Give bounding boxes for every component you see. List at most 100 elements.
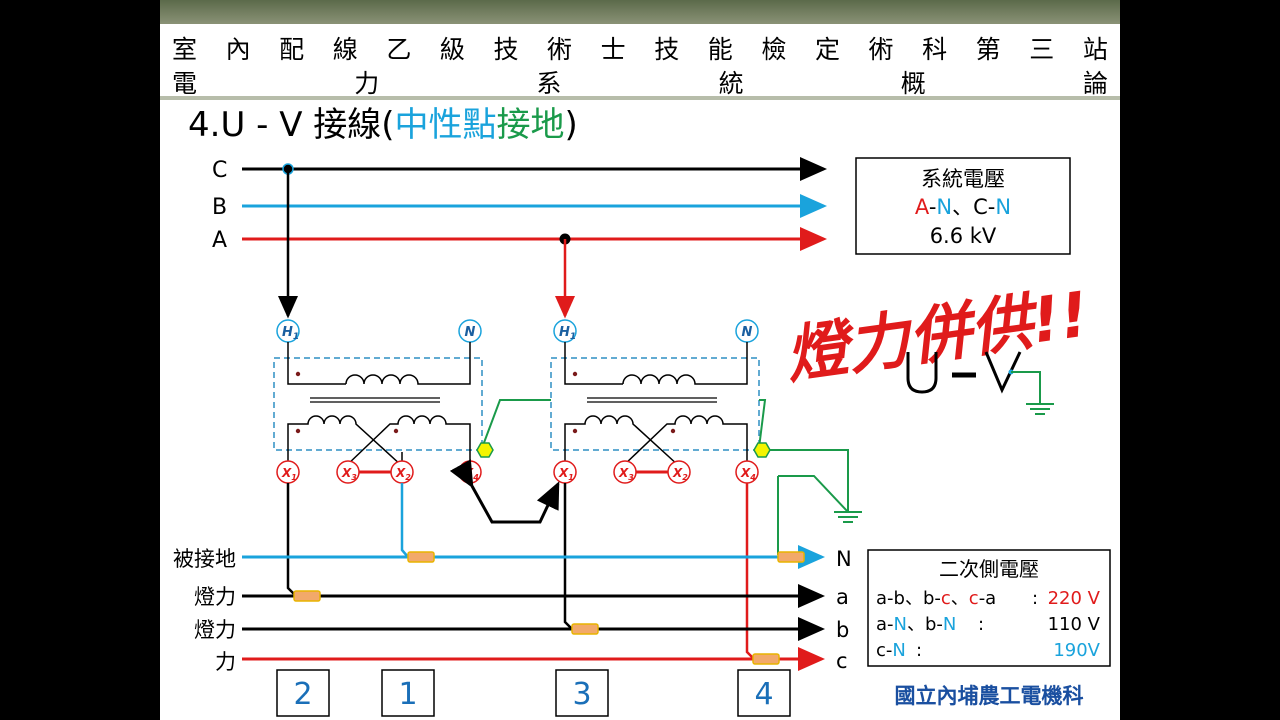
ground-icon [834, 511, 862, 523]
t2-n-label: N [742, 325, 753, 340]
t2-h1-label: H1 [559, 325, 576, 342]
drop-to-a [286, 483, 297, 597]
line-label-a: A [212, 228, 227, 253]
line-label-c: C [212, 158, 227, 183]
header-divider [160, 96, 1120, 100]
uv-ground-icon [1026, 403, 1054, 415]
t2-ground-point [753, 442, 771, 458]
number-box-4 [737, 669, 791, 717]
header-line-1-char: 線 [332, 35, 358, 64]
drop-to-c [745, 483, 755, 660]
neutral-ground-wire [778, 475, 849, 513]
t2-secondary-coil-1 [564, 415, 680, 467]
t2-x1-label: X1 [558, 466, 574, 482]
t1-h1-label: H1 [282, 325, 299, 342]
splice-b [571, 623, 599, 635]
header-line-1-char: 科 [922, 35, 948, 64]
header-line-1-char: 術 [547, 35, 573, 64]
splice-a [293, 590, 321, 602]
header-line-2-char: 概 [900, 69, 926, 98]
t1-ground-point [476, 442, 494, 458]
system-voltage-title: 系統電壓 [921, 167, 1005, 191]
splice-n-2 [777, 551, 805, 563]
t1-ground-bond [481, 399, 551, 449]
number-box-2 [276, 669, 330, 717]
right-letterbox [1120, 0, 1280, 720]
main-ground-wire [759, 449, 849, 512]
header-line-2: 電力系統概論 [172, 64, 1108, 100]
drop-to-n [400, 483, 409, 558]
t2-x2-label: X2 [672, 466, 688, 482]
header-line-1-char: 能 [707, 35, 733, 64]
header-line-2-char: 統 [718, 69, 744, 98]
header-line-1-char: 技 [493, 35, 519, 64]
splice-c [752, 653, 780, 665]
sec-row1-value: 220 V [1048, 588, 1101, 609]
transformer-2-frame [550, 357, 760, 451]
splice-n-1 [407, 551, 435, 563]
header-line-1: 室內配線乙級技術士技能檢定術科第三站 [172, 30, 1108, 66]
t1-secondary-coil-2 [345, 415, 471, 467]
header-line-1-char: 術 [868, 35, 894, 64]
sec-row3-colon: : [916, 640, 922, 661]
t2-polarity-dot-sec1 [572, 428, 578, 434]
secondary-voltage-title: 二次側電壓 [939, 557, 1039, 581]
t1-x1-label: X1 [281, 466, 297, 482]
v-symbol [984, 351, 1022, 394]
sec-row1-colon: : [1032, 588, 1038, 609]
header-line-2-char: 系 [536, 69, 562, 98]
transformer-1-frame [273, 357, 483, 451]
header-line-1-char: 三 [1029, 35, 1055, 64]
slide: 室內配線乙級技術士技能檢定術科第三站 電 力 系 統 概 論 4.U - V 接線(中性點… [160, 0, 1120, 720]
sec-label-right-b: b [836, 618, 849, 642]
t2-primary-coil [622, 342, 748, 385]
wiring-diagram: 4.U - V 接線(中性點接地) C B A 系統電壓 A-N、C-N 6.6… [173, 105, 1111, 717]
line-label-b: B [212, 195, 227, 220]
t2-secondary-coil-2 [622, 415, 748, 467]
sec-label-left-n: 被接地 [173, 547, 236, 571]
header-line-1-char: 配 [279, 35, 305, 64]
x4-x1-crossover [449, 459, 560, 524]
t1-secondary-coil-1 [287, 415, 403, 467]
uv-ground-wire [1011, 371, 1041, 404]
t2-ground-bond [758, 399, 767, 449]
t1-polarity-dot-sec2 [393, 428, 399, 434]
header-line-1-char: 檢 [761, 35, 787, 64]
sec-label-right-a: a [836, 585, 849, 609]
drop-to-b [563, 483, 573, 630]
t2-x3-label: X3 [618, 466, 634, 482]
t1-primary-lead-left [287, 342, 346, 385]
t2-polarity-dot-sec2 [670, 428, 676, 434]
sec-row2-pairs: a-N、b-N [876, 614, 956, 635]
t1-primary-coil [345, 342, 471, 385]
header-line-1-char: 級 [439, 35, 465, 64]
t1-x2-label: X2 [395, 466, 411, 482]
sec-row2-colon: : [978, 614, 984, 635]
t2-primary-lead-left [564, 342, 623, 385]
t1-polarity-dot-sec1 [295, 428, 301, 434]
system-voltage-pairs: A-N、C-N [915, 195, 1011, 219]
sec-row3-pairs: c-N [876, 640, 906, 661]
system-voltage-box [855, 157, 1071, 255]
sec-row1-pairs: a-b、b-c、c-a [876, 588, 996, 609]
number-box-4-label: 4 [754, 677, 773, 712]
t2-polarity-dot-primary [572, 371, 578, 377]
number-box-1 [381, 669, 435, 717]
diagram-title: 4.U - V 接線(中性點接地) [188, 105, 578, 145]
sec-row3-value: 190V [1053, 640, 1100, 661]
t1-polarity-dot-primary [295, 371, 301, 377]
slide-top-bar [160, 0, 1120, 24]
t1-n-label: N [465, 325, 476, 340]
sec-label-right-n: N [836, 547, 852, 571]
header-line-1-char: 站 [1082, 35, 1108, 64]
header-line-2-char: 力 [354, 69, 380, 98]
header-line-1-char: 定 [814, 35, 840, 64]
t2-x4-label: X4 [740, 466, 756, 482]
header-line-2-char: 論 [1082, 69, 1108, 98]
number-box-2-label: 2 [293, 677, 312, 712]
header-line-2-char: 電 [172, 69, 198, 98]
header-line-1-char: 第 [975, 35, 1001, 64]
sec-label-right-c: c [836, 649, 848, 673]
header-line-1-char: 技 [654, 35, 680, 64]
header-line-1-char: 士 [600, 35, 626, 64]
